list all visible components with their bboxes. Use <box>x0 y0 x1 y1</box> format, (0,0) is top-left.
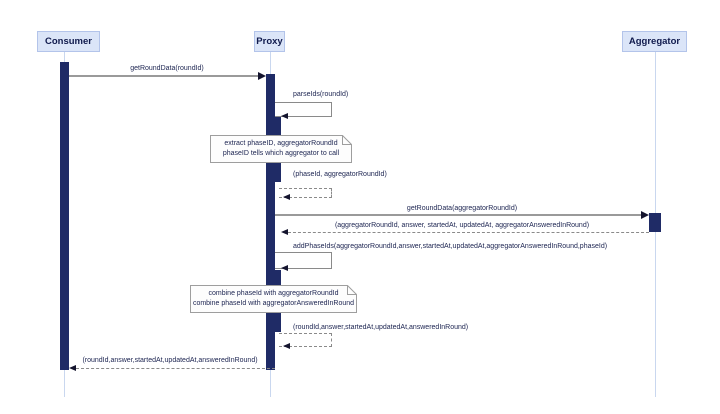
arrowhead-left-icon <box>283 343 290 349</box>
self-return-line <box>279 188 332 198</box>
note-combine-phaseid: combine phaseId with aggregatorRoundId c… <box>190 285 357 313</box>
note-line: extract phaseID, aggregatorRoundId <box>224 140 338 147</box>
note-extract-phaseid: extract phaseID, aggregatorRoundId phase… <box>210 135 352 163</box>
arrowhead-left-icon <box>69 365 76 371</box>
note-line: combine phaseId with aggregatorAnsweredI… <box>192 300 355 307</box>
self-return-line <box>279 333 332 347</box>
note-shape <box>210 135 352 163</box>
message-line <box>275 214 641 216</box>
activation-consumer <box>60 62 69 370</box>
arrowhead-right-icon <box>641 211 649 219</box>
message-label: (roundId,answer,startedAt,updatedAt,answ… <box>82 357 258 364</box>
arrowhead-left-icon <box>281 229 288 235</box>
self-message-line <box>275 252 332 269</box>
note-line: phaseID tells which aggregator to call <box>222 150 340 157</box>
note-line: combine phaseId with aggregatorRoundId <box>208 290 339 297</box>
message-line <box>288 232 649 233</box>
message-label: (phaseId, aggregatorRoundId) <box>293 171 387 178</box>
arrowhead-left-icon <box>281 265 288 271</box>
message-line <box>69 75 258 77</box>
message-label: (roundId,answer,startedAt,updatedAt,answ… <box>293 324 469 331</box>
arrowhead-left-icon <box>283 194 290 200</box>
message-label: (aggregatorRoundId, answer, startedAt, u… <box>334 222 590 229</box>
note-text: combine phaseId with aggregatorRoundId c… <box>190 285 357 313</box>
note-text: extract phaseID, aggregatorRoundId phase… <box>210 135 352 163</box>
message-label: addPhaseIds(aggregatorRoundId,answer,sta… <box>293 243 608 250</box>
self-message-line <box>275 102 332 117</box>
arrowhead-right-icon <box>258 72 266 80</box>
arrowhead-left-icon <box>281 113 288 119</box>
message-label: getRoundData(aggregatorRoundId) <box>406 205 518 212</box>
note-shape <box>190 285 357 313</box>
message-label: getRoundData(roundId) <box>130 65 204 72</box>
participant-aggregator: Aggregator <box>622 31 687 52</box>
activation-proxy-main <box>266 74 275 370</box>
activation-aggregator <box>649 213 661 232</box>
message-label: parseIds(roundId) <box>293 91 349 98</box>
message-line <box>76 368 275 369</box>
participant-consumer: Consumer <box>37 31 100 52</box>
participant-proxy: Proxy <box>254 31 285 52</box>
